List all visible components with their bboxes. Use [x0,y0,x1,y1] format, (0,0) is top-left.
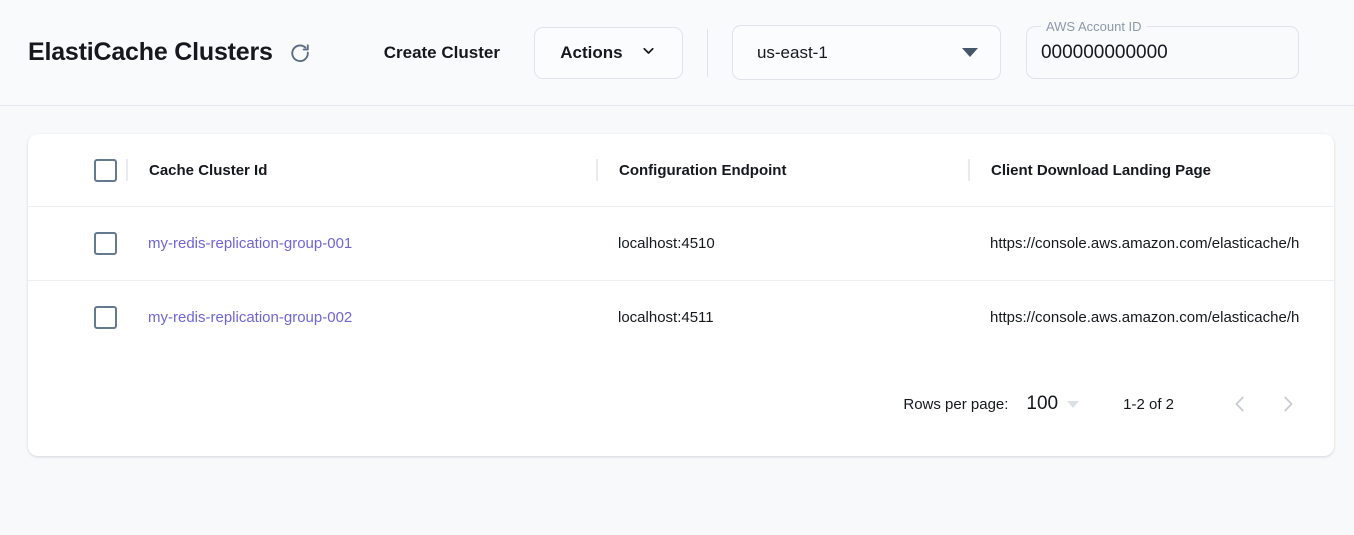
create-cluster-button[interactable]: Create Cluster [383,42,500,62]
cell-cache-cluster-id: my-redis-replication-group-001 [126,206,596,281]
chevron-right-icon [1277,393,1299,415]
table-header-row: Cache Cluster Id Configuration Endpoint … [28,134,1334,207]
refresh-icon [289,42,311,64]
aws-account-id-label: AWS Account ID [1040,19,1147,35]
actions-button[interactable]: Actions [533,26,683,79]
table-body: my-redis-replication-group-001 localhost… [28,206,1334,354]
column-divider [968,159,970,181]
cell-configuration-endpoint: localhost:4511 [596,280,968,354]
row-select-cell [28,280,126,354]
select-all-cell [28,134,126,207]
chevron-down-icon [640,42,657,64]
next-page-button[interactable] [1264,380,1312,428]
table-header: Cache Cluster Id Configuration Endpoint … [28,134,1334,207]
row-checkbox[interactable] [94,232,117,255]
select-all-checkbox[interactable] [94,158,117,182]
content-area: Cache Cluster Id Configuration Endpoint … [0,106,1354,456]
caret-down-icon [1067,400,1080,408]
configuration-endpoint-value: localhost:4510 [618,235,715,252]
clusters-table: Cache Cluster Id Configuration Endpoint … [28,134,1334,354]
header-divider [706,28,708,77]
aws-account-id-field[interactable]: AWS Account ID [1025,19,1299,79]
cell-cache-cluster-id: my-redis-replication-group-002 [126,280,596,354]
pagination-bar: Rows per page: 100 1-2 of 2 [28,352,1334,456]
column-header-cache-cluster-id[interactable]: Cache Cluster Id [126,134,596,207]
rows-per-page-value: 100 [1026,393,1059,414]
page-title: ElastiCache Clusters [28,38,273,66]
column-divider [126,159,128,181]
cell-configuration-endpoint: localhost:4510 [596,206,968,281]
row-select-cell [28,206,126,281]
rows-per-page-select[interactable]: 100 [1026,393,1080,415]
region-select[interactable]: us-east-1 [731,25,1001,80]
column-header-label: Cache Cluster Id [149,161,268,179]
refresh-button[interactable] [283,36,317,70]
pagination-range: 1-2 of 2 [1123,395,1174,413]
cluster-id-link[interactable]: my-redis-replication-group-001 [148,235,353,252]
column-header-label: Client Download Landing Page [991,161,1212,179]
column-divider [596,159,598,181]
aws-account-id-input[interactable] [1026,41,1298,64]
configuration-endpoint-value: localhost:4511 [618,309,714,326]
chevron-left-icon [1229,393,1251,415]
table-row[interactable]: my-redis-replication-group-001 localhost… [28,206,1334,281]
landing-page-value: https://console.aws.amazon.com/elasticac… [990,235,1300,252]
cell-client-download-landing-page: https://console.aws.amazon.com/elasticac… [968,280,1334,354]
rows-per-page-label: Rows per page: [903,395,1009,413]
cluster-id-link[interactable]: my-redis-replication-group-002 [148,309,353,326]
column-header-label: Configuration Endpoint [619,161,787,179]
cell-client-download-landing-page: https://console.aws.amazon.com/elasticac… [968,206,1334,281]
landing-page-value: https://console.aws.amazon.com/elasticac… [990,309,1300,326]
clusters-card: Cache Cluster Id Configuration Endpoint … [28,134,1334,456]
row-checkbox[interactable] [94,306,117,329]
column-header-configuration-endpoint[interactable]: Configuration Endpoint [596,134,968,207]
actions-button-label: Actions [560,42,623,62]
column-header-client-download-landing-page[interactable]: Client Download Landing Page [968,134,1334,207]
caret-down-icon [961,48,978,57]
region-select-value: us-east-1 [756,42,828,62]
app-header: ElastiCache Clusters Create Cluster Acti… [0,0,1354,106]
previous-page-button[interactable] [1216,380,1264,428]
table-row[interactable]: my-redis-replication-group-002 localhost… [28,280,1334,354]
